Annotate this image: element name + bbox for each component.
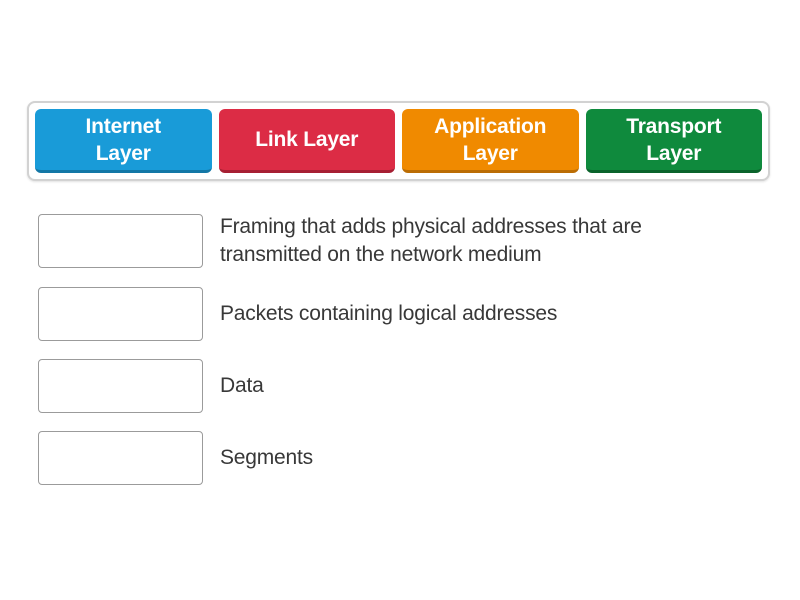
drop-zone-1[interactable] xyxy=(38,214,203,268)
match-list: Framing that adds physical addresses tha… xyxy=(38,213,768,503)
match-description: Packets containing logical addresses xyxy=(220,302,558,325)
match-description: Framing that adds physical addresses tha… xyxy=(220,215,642,266)
tile-internet-layer[interactable]: Internet Layer xyxy=(35,109,212,173)
match-row: Packets containing logical addresses xyxy=(38,287,768,341)
tile-application-layer[interactable]: Application Layer xyxy=(402,109,579,173)
tile-link-layer[interactable]: Link Layer xyxy=(218,109,395,173)
drop-zone-4[interactable] xyxy=(38,431,203,485)
drop-zone-2[interactable] xyxy=(38,287,203,341)
drop-zone-3[interactable] xyxy=(38,359,203,413)
match-row: Segments xyxy=(38,431,768,485)
match-row: Data xyxy=(38,359,768,413)
match-row: Framing that adds physical addresses tha… xyxy=(38,213,768,269)
tile-transport-layer[interactable]: Transport Layer xyxy=(585,109,762,173)
match-description: Data xyxy=(220,374,264,397)
match-description: Segments xyxy=(220,446,313,469)
tile-tray: Internet Layer Link Layer Application La… xyxy=(27,101,770,181)
